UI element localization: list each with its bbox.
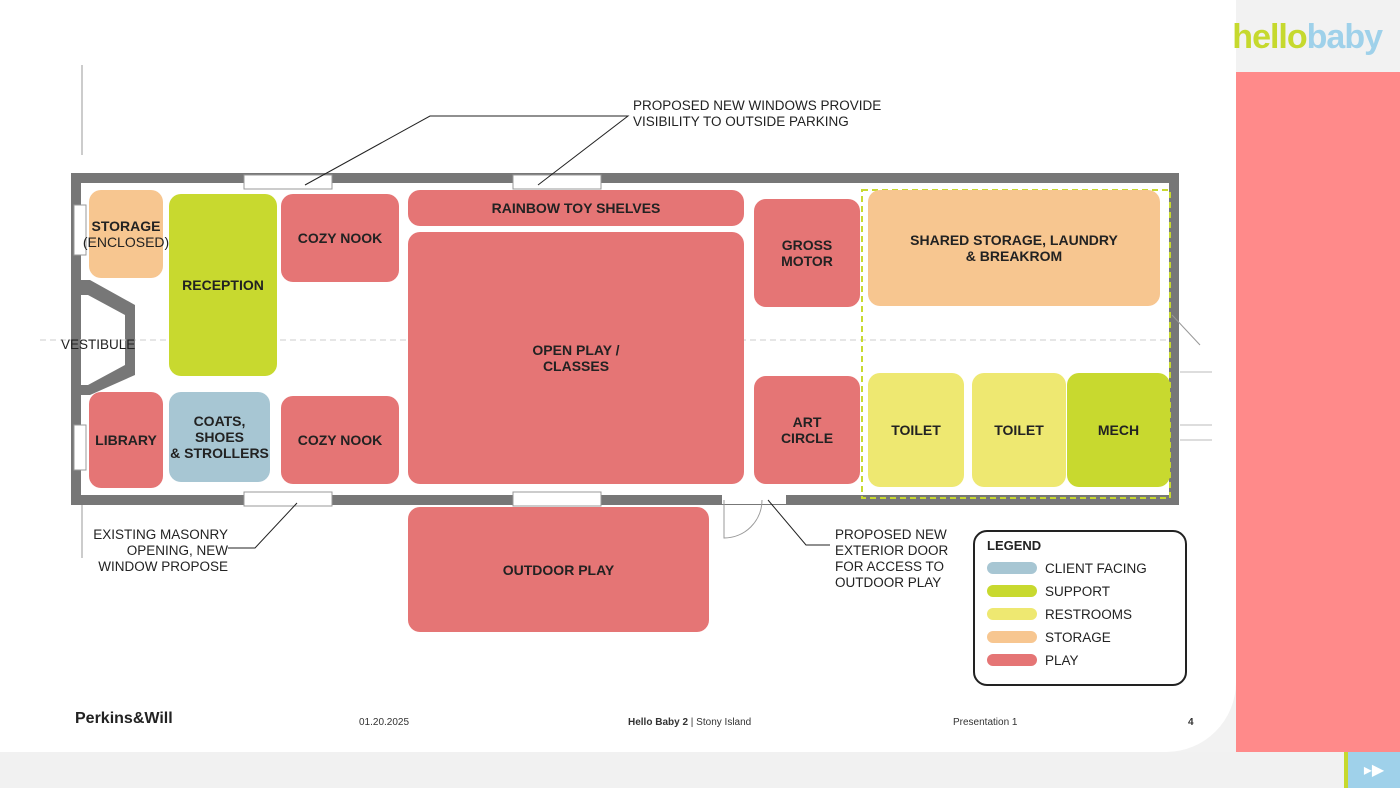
- room-art-circle-label: ART CIRCLE: [780, 414, 834, 446]
- room-gross-motor-label: GROSS MOTOR: [781, 237, 833, 269]
- room-library: LIBRARY: [89, 392, 163, 488]
- room-art-circle: ART CIRCLE: [754, 376, 860, 484]
- note-masonry-opening: EXISTING MASONRY OPENING, NEW WINDOW PRO…: [93, 527, 228, 574]
- legend-item-support: SUPPORT: [987, 582, 1110, 600]
- footer-page-number: 4: [1188, 717, 1194, 728]
- room-toilet-2: TOILET: [972, 373, 1066, 487]
- legend-swatch: [987, 608, 1037, 620]
- room-reception: RECEPTION: [169, 194, 277, 376]
- room-reception-label: RECEPTION: [182, 277, 264, 293]
- room-cozy-nook-bottom: COZY NOOK: [281, 396, 399, 484]
- room-cozy-nook-top: COZY NOOK: [281, 194, 399, 282]
- vestibule-label: VESTIBULE: [61, 337, 136, 352]
- note-proposed-windows: PROPOSED NEW WINDOWS PROVIDE VISIBILITY …: [633, 98, 882, 129]
- legend-item-client: CLIENT FACING: [987, 559, 1147, 577]
- footer-date: 01.20.2025: [359, 717, 410, 728]
- legend-item-restrooms: RESTROOMS: [987, 605, 1132, 623]
- brand-logo-hello: hello: [1232, 18, 1307, 56]
- next-slide-button[interactable]: ▸▶: [1344, 752, 1400, 788]
- footer-project: Hello Baby 2 | Stony Island: [628, 717, 751, 728]
- room-outdoor-play: OUTDOOR PLAY: [408, 507, 709, 632]
- legend-item-label: STORAGE: [1045, 629, 1111, 645]
- bottom-bar: [0, 752, 1400, 788]
- legend: LEGEND CLIENT FACING SUPPORT RESTROOMS S…: [973, 530, 1187, 686]
- legend-item-label: RESTROOMS: [1045, 606, 1133, 622]
- room-open-play-label: OPEN PLAY / CLASSES: [532, 342, 620, 374]
- room-rainbow-label: RAINBOW TOY SHELVES: [491, 200, 661, 216]
- footer-presentation: Presentation 1: [953, 717, 1018, 728]
- room-open-play: OPEN PLAY / CLASSES: [408, 232, 744, 484]
- room-outdoor-play-label: OUTDOOR PLAY: [502, 561, 615, 578]
- legend-swatch: [987, 562, 1037, 574]
- room-shared-storage: SHARED STORAGE, LAUNDRY & BREAKROM: [868, 190, 1160, 306]
- room-storage-label: STORAGE: [91, 218, 161, 234]
- room-toilet-1-label: TOILET: [891, 422, 941, 438]
- legend-item-label: CLIENT FACING: [1045, 560, 1147, 576]
- legend-swatch: [987, 631, 1037, 643]
- legend-swatch: [987, 585, 1037, 597]
- brand-logo: hellobaby: [1232, 18, 1383, 57]
- room-toilet-2-label: TOILET: [994, 422, 1044, 438]
- legend-item-label: PLAY: [1045, 652, 1079, 668]
- room-coats-shoes-strollers: COATS, SHOES & STROLLERS: [169, 392, 270, 482]
- legend-item-label: SUPPORT: [1045, 583, 1111, 599]
- room-coats-label: COATS, SHOES & STROLLERS: [170, 413, 269, 461]
- legend-item-play: PLAY: [987, 651, 1079, 669]
- fast-forward-icon: ▸▶: [1363, 762, 1385, 779]
- room-cozy-nook-bottom-label: COZY NOOK: [297, 432, 383, 448]
- footer-project-location: | Stony Island: [688, 717, 752, 728]
- room-cozy-nook-top-label: COZY NOOK: [297, 230, 383, 246]
- room-mech: MECH: [1067, 373, 1170, 487]
- legend-item-storage: STORAGE: [987, 628, 1111, 646]
- legend-title: LEGEND: [987, 538, 1042, 553]
- room-mech-label: MECH: [1097, 422, 1140, 438]
- accent-panel: [1236, 72, 1400, 752]
- room-shared-storage-label: SHARED STORAGE, LAUNDRY & BREAKROM: [910, 232, 1118, 264]
- footer-project-name: Hello Baby 2: [628, 717, 689, 728]
- room-toilet-1: TOILET: [868, 373, 964, 487]
- footer-company: Perkins&Will: [75, 710, 173, 727]
- room-gross-motor: GROSS MOTOR: [754, 199, 860, 307]
- room-library-label: LIBRARY: [95, 432, 157, 448]
- room-storage-enclosed: STORAGE (ENCLOSED): [83, 190, 169, 278]
- legend-swatch: [987, 654, 1037, 666]
- note-exterior-door: PROPOSED NEW EXTERIOR DOOR FOR ACCESS TO…: [835, 527, 949, 590]
- room-rainbow-toy-shelves: RAINBOW TOY SHELVES: [408, 190, 744, 226]
- brand-logo-baby: baby: [1306, 18, 1383, 56]
- room-storage-sub-label: (ENCLOSED): [82, 234, 170, 250]
